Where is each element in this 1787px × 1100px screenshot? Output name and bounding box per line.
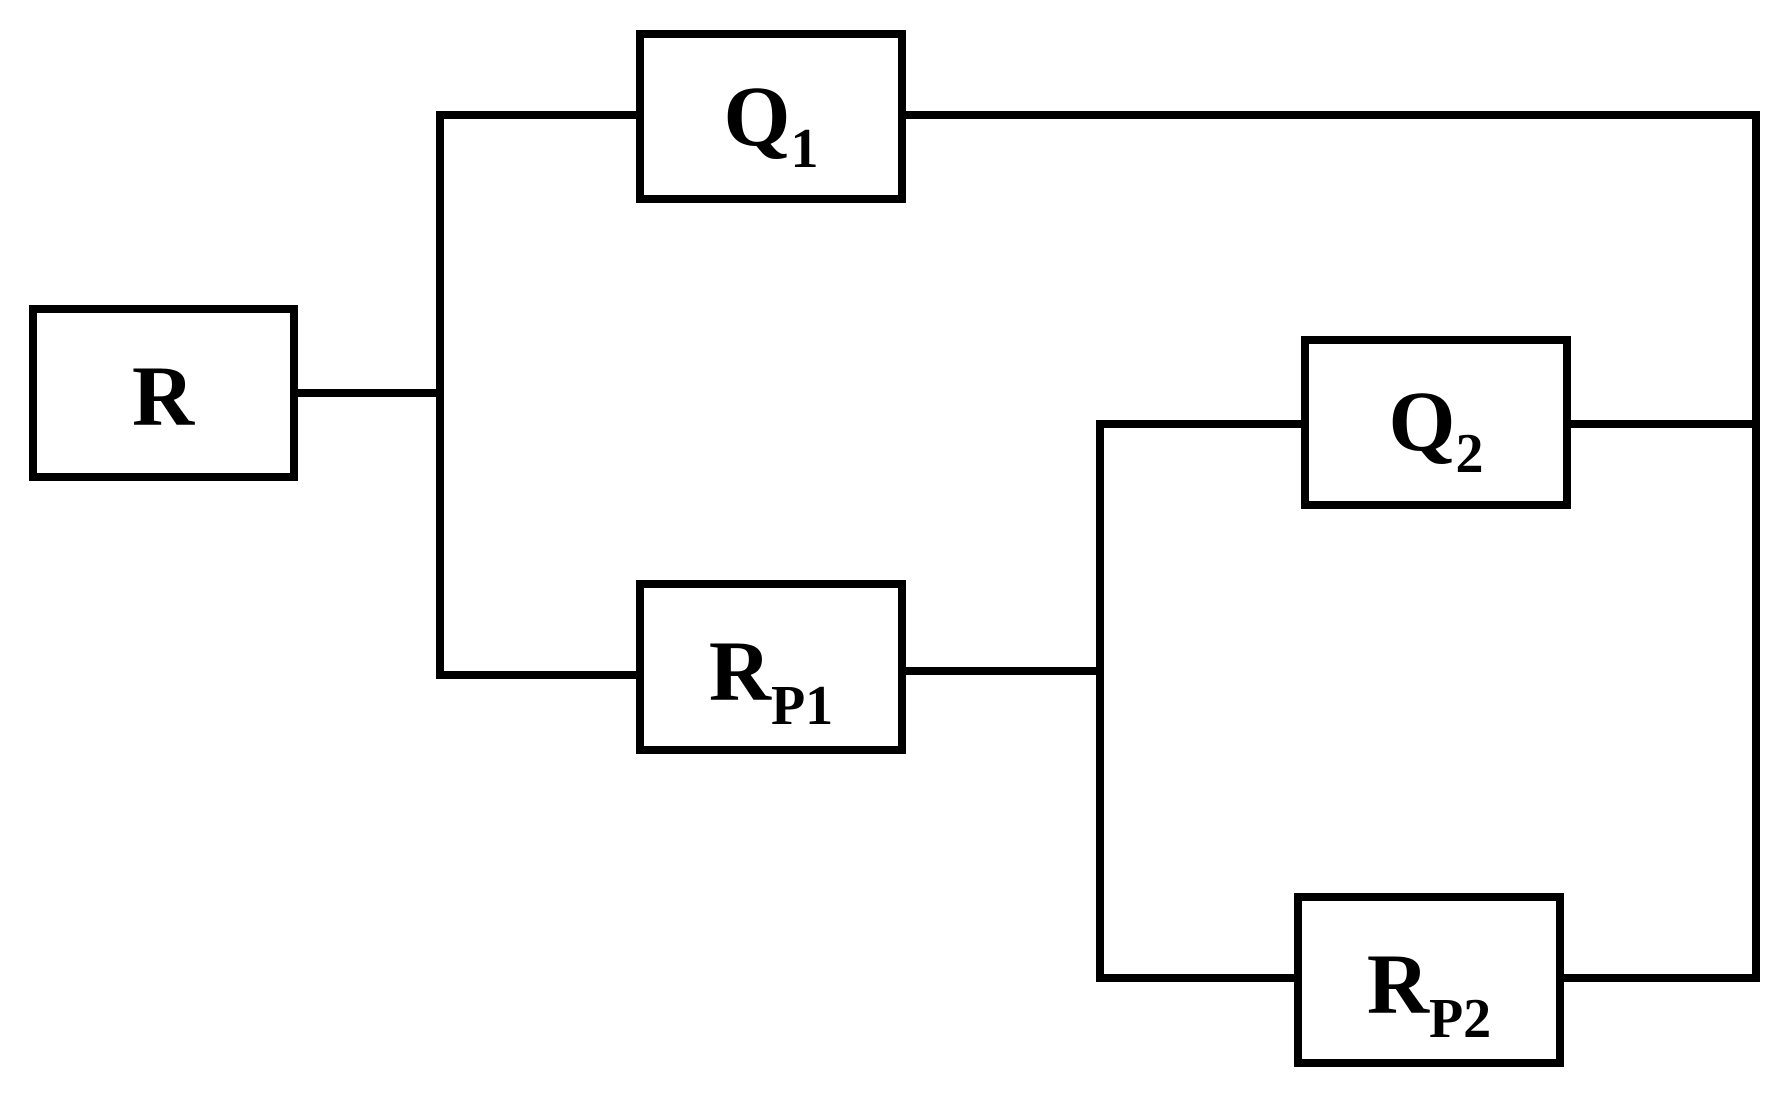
resistor-r-box (29, 305, 298, 481)
cpe-q1-label: Q1 (724, 68, 819, 180)
cpe-q2: Q2 (1301, 336, 1571, 509)
circuit-wires (290, 111, 1760, 982)
cpe-q2-label: Q2 (1389, 373, 1484, 485)
cpe-q1-box (636, 30, 906, 203)
resistor-rp1-label: RP1 (709, 623, 833, 737)
cpe-q2-box (1301, 336, 1571, 509)
resistor-rp2: RP2 (1294, 893, 1564, 1067)
resistor-rp1: RP1 (636, 580, 906, 754)
cpe-q1: Q1 (636, 30, 906, 203)
resistor-rp1-box (636, 580, 906, 754)
resistor-r: R (29, 305, 298, 481)
resistor-rp2-label: RP2 (1367, 936, 1491, 1050)
resistor-r-label: R (132, 348, 195, 444)
resistor-rp2-box (1294, 893, 1564, 1067)
